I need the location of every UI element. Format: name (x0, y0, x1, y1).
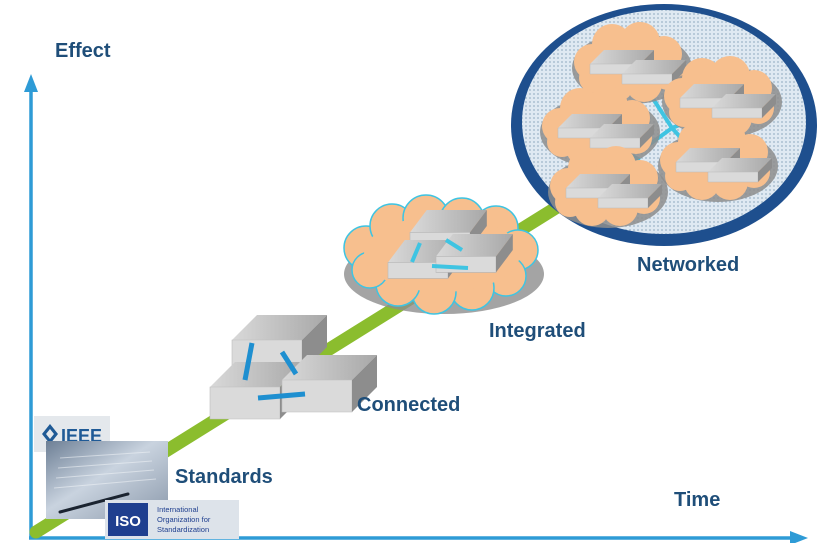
iso-line-3: Standardization (157, 525, 209, 534)
stage-label-integrated: Integrated (489, 320, 586, 342)
connected-link-2 (279, 350, 299, 376)
iso-mark-icon (108, 503, 148, 536)
iso-line-2: Organization for (157, 515, 211, 524)
iso-mark-text: ISO (115, 513, 141, 530)
x-axis-label: Time (674, 489, 720, 511)
stage-label-networked: Networked (637, 254, 739, 276)
connected-link-1 (242, 342, 255, 381)
integrated-illustration (343, 194, 544, 315)
standards-illustration: IEEE ISO International Organization for … (34, 416, 239, 539)
document-lines (53, 451, 157, 489)
pen-icon (58, 492, 130, 514)
connected-link-3 (257, 391, 306, 401)
integrated-link-1 (410, 242, 422, 263)
networked-illustration (511, 4, 817, 246)
ieee-diamond-icon (42, 424, 58, 444)
stage-label-standards: Standards (175, 466, 273, 488)
connected-illustration (209, 314, 378, 420)
stage-label-connected: Connected (357, 394, 460, 416)
integrated-link-3 (431, 264, 469, 270)
y-axis-label: Effect (55, 40, 111, 62)
y-axis (24, 74, 38, 538)
integrated-link-2 (444, 238, 464, 252)
iso-line-1: International (157, 505, 199, 514)
y-axis-arrow-icon (24, 74, 38, 92)
x-axis-arrow-icon (790, 531, 808, 543)
